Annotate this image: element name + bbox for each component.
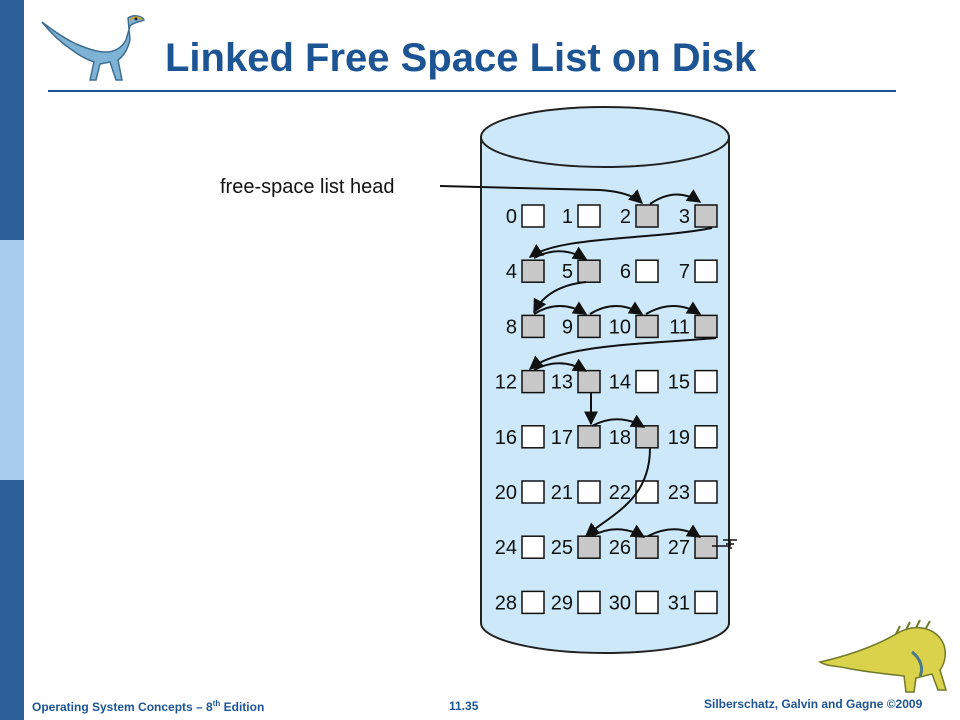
block-number-8: 8 <box>506 316 517 338</box>
used-block-0 <box>521 204 545 228</box>
used-block-15 <box>694 369 718 394</box>
block-number-5: 5 <box>562 261 573 283</box>
used-block-24 <box>521 535 545 559</box>
block-number-13: 13 <box>551 372 573 394</box>
free-block-25 <box>577 535 601 559</box>
used-block-16 <box>521 425 545 449</box>
slide-sidebar <box>0 0 24 720</box>
block-number-4: 4 <box>506 261 517 283</box>
block-number-27: 27 <box>668 537 690 559</box>
free-block-4 <box>521 259 545 283</box>
link-10-11 <box>645 301 702 315</box>
used-block-28 <box>521 590 545 615</box>
used-block-1 <box>577 204 601 228</box>
free-block-12 <box>521 369 545 394</box>
block-number-28: 28 <box>495 592 517 614</box>
block-number-7: 7 <box>679 261 690 283</box>
block-number-24: 24 <box>495 537 517 559</box>
free-block-3 <box>694 204 718 228</box>
block-number-15: 15 <box>668 372 690 394</box>
block-number-20: 20 <box>495 482 517 504</box>
free-block-8 <box>521 314 545 339</box>
block-number-19: 19 <box>668 427 690 449</box>
free-block-11 <box>694 314 718 339</box>
page-number: 11.35 <box>449 699 479 713</box>
sidebar-segment-middle <box>0 240 24 480</box>
link-11-12 <box>528 337 717 370</box>
free-list-links <box>528 189 717 538</box>
used-block-29 <box>577 590 601 615</box>
block-number-29: 29 <box>551 592 573 614</box>
link-12-13 <box>533 358 588 372</box>
used-block-22 <box>635 480 659 504</box>
block-number-12: 12 <box>495 372 517 394</box>
used-block-30 <box>635 590 659 615</box>
block-number-14: 14 <box>609 372 631 394</box>
free-block-10 <box>635 314 659 339</box>
link-3-4 <box>528 227 713 258</box>
link-8-9 <box>533 301 588 315</box>
free-block-18 <box>635 425 659 449</box>
used-block-23 <box>694 480 718 504</box>
footer-edition-suffix: Edition <box>220 700 265 714</box>
footer-right: Silberschatz, Galvin and Gagne ©2009 <box>704 697 923 711</box>
free-block-17 <box>577 425 601 449</box>
block-number-31: 31 <box>668 592 690 614</box>
used-block-31 <box>694 590 718 615</box>
block-number-18: 18 <box>609 427 631 449</box>
block-number-3: 3 <box>679 206 690 228</box>
free-block-2 <box>635 204 659 228</box>
link-18-25 <box>584 447 651 537</box>
used-block-21 <box>577 480 601 504</box>
footer-edition-sup: th <box>212 699 221 708</box>
sidebar-segment-bottom <box>0 480 24 720</box>
slide-title: Linked Free Space List on Disk <box>165 36 757 80</box>
dinosaur-skeleton-icon <box>818 619 948 693</box>
link-25-26 <box>591 524 646 538</box>
block-number-16: 16 <box>495 427 517 449</box>
block-number-17: 17 <box>551 427 573 449</box>
block-number-1: 1 <box>562 206 573 228</box>
block-number-22: 22 <box>609 482 631 504</box>
block-number-6: 6 <box>620 261 631 283</box>
used-block-19 <box>694 425 718 449</box>
footer-left: Operating System Concepts – 8th Edition <box>32 699 264 714</box>
free-block-9 <box>577 314 601 339</box>
free-space-list-head-label: free-space list head <box>220 176 395 198</box>
block-number-11: 11 <box>669 316 690 338</box>
block-number-2: 2 <box>620 206 631 228</box>
disk-top <box>480 106 730 168</box>
dinosaur-logo-icon <box>41 15 146 81</box>
disk-body <box>480 136 730 654</box>
free-block-13 <box>577 369 601 394</box>
free-block-27 <box>694 535 718 559</box>
free-block-5 <box>577 259 601 283</box>
link-9-10 <box>589 301 644 315</box>
footer-course-title: Operating System Concepts – 8 <box>32 700 213 714</box>
used-block-20 <box>521 480 545 504</box>
head-pointer-arrow <box>439 185 644 204</box>
block-number-21: 21 <box>551 482 573 504</box>
null-terminator-icon <box>712 539 737 549</box>
link-4-5 <box>533 246 588 260</box>
link-17-18 <box>591 414 646 428</box>
free-block-26 <box>635 535 659 559</box>
used-block-7 <box>694 259 718 283</box>
link-26-27 <box>647 524 702 538</box>
title-underline <box>48 90 896 92</box>
block-number-30: 30 <box>609 592 631 614</box>
block-number-23: 23 <box>668 482 690 504</box>
block-number-0: 0 <box>506 206 517 228</box>
used-block-14 <box>635 369 659 394</box>
block-number-25: 25 <box>551 537 573 559</box>
sidebar-segment-top <box>0 0 24 240</box>
link-5-8 <box>533 281 587 314</box>
block-number-10: 10 <box>609 316 631 338</box>
used-block-6 <box>635 259 659 283</box>
link-2-3 <box>649 189 702 205</box>
block-number-26: 26 <box>609 537 631 559</box>
block-number-9: 9 <box>562 316 573 338</box>
